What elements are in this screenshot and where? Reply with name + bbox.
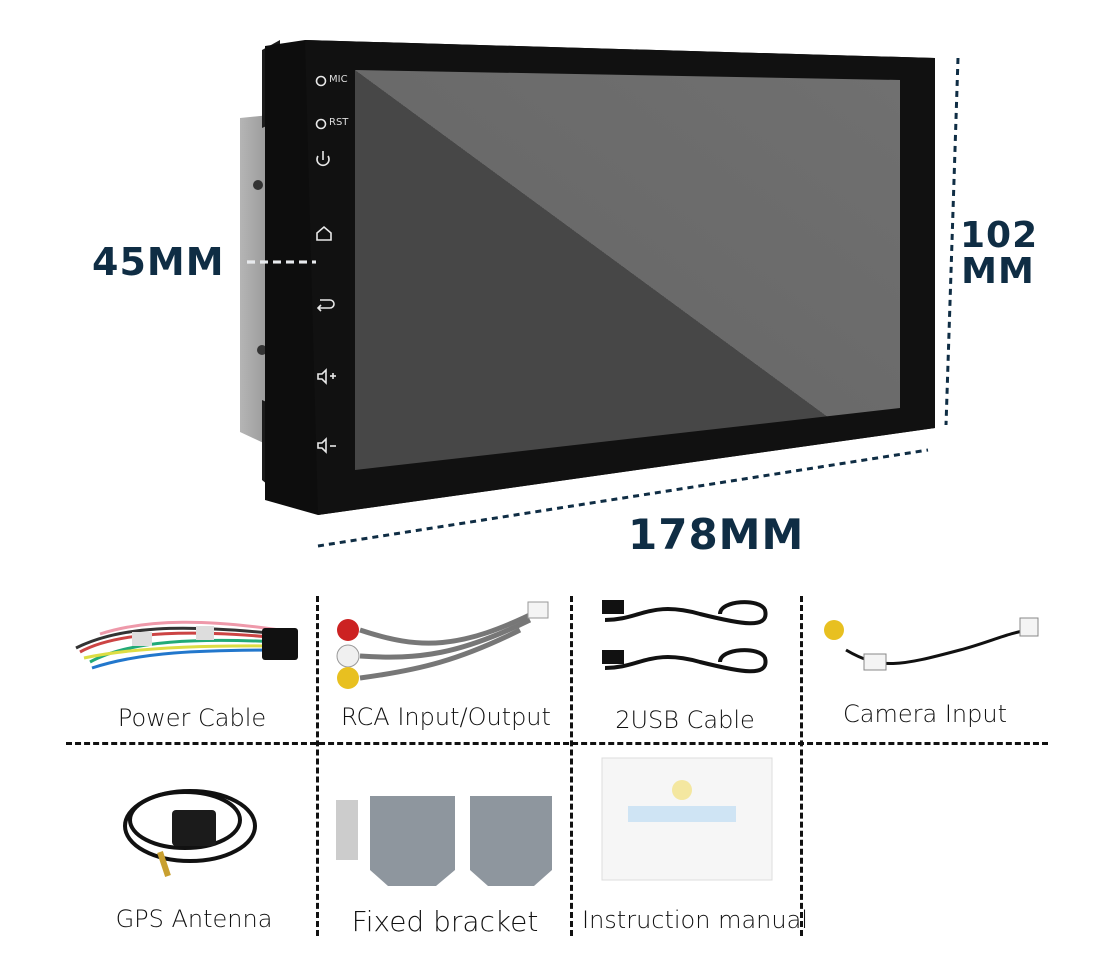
home-icon <box>316 225 332 241</box>
accessory-label-gps: GPS Antenna <box>115 905 273 933</box>
volume-down-icon <box>317 437 336 454</box>
power-icon <box>316 151 330 167</box>
height-value: 102 <box>960 215 1039 256</box>
grid-divider <box>800 596 803 936</box>
back-icon <box>316 299 335 312</box>
height-dimension-line <box>944 57 960 426</box>
mic-icon <box>315 75 327 87</box>
depth-dimension: 45MM <box>92 240 225 284</box>
grid-divider <box>316 596 319 936</box>
width-dimension: 178MM <box>628 510 805 559</box>
rca-cable-image <box>336 601 549 689</box>
power-cable-image <box>75 620 298 670</box>
height-dimension: 102 MM <box>960 215 1039 292</box>
volume-up-icon <box>317 368 336 385</box>
reset-label: RST <box>329 117 349 128</box>
camera-input-image <box>824 617 1039 671</box>
fixed-bracket-image <box>336 796 552 886</box>
grid-divider <box>66 742 1048 745</box>
width-dimension-line <box>317 448 929 548</box>
accessory-label-rca: RCA Input/Output <box>341 703 551 731</box>
accessory-illustrations <box>75 600 1039 886</box>
accessory-label-camera: Camera Input <box>843 700 1007 728</box>
accessory-label-power-cable: Power Cable <box>117 704 267 732</box>
usb-cable-image <box>602 600 768 674</box>
grid-divider <box>570 596 573 936</box>
accessory-label-bracket: Fixed bracket <box>351 905 539 938</box>
accessory-label-manual: Instruction manual <box>582 906 808 934</box>
mic-label: MIC <box>329 74 348 85</box>
side-button-strip <box>315 75 336 454</box>
height-unit: MM <box>961 251 1035 292</box>
head-unit-illustration <box>240 40 960 548</box>
accessory-label-usb: 2USB Cable <box>615 706 755 734</box>
gps-antenna-image <box>123 789 257 877</box>
reset-icon <box>315 118 327 130</box>
screen <box>355 70 900 470</box>
instruction-manual-image <box>601 757 773 881</box>
